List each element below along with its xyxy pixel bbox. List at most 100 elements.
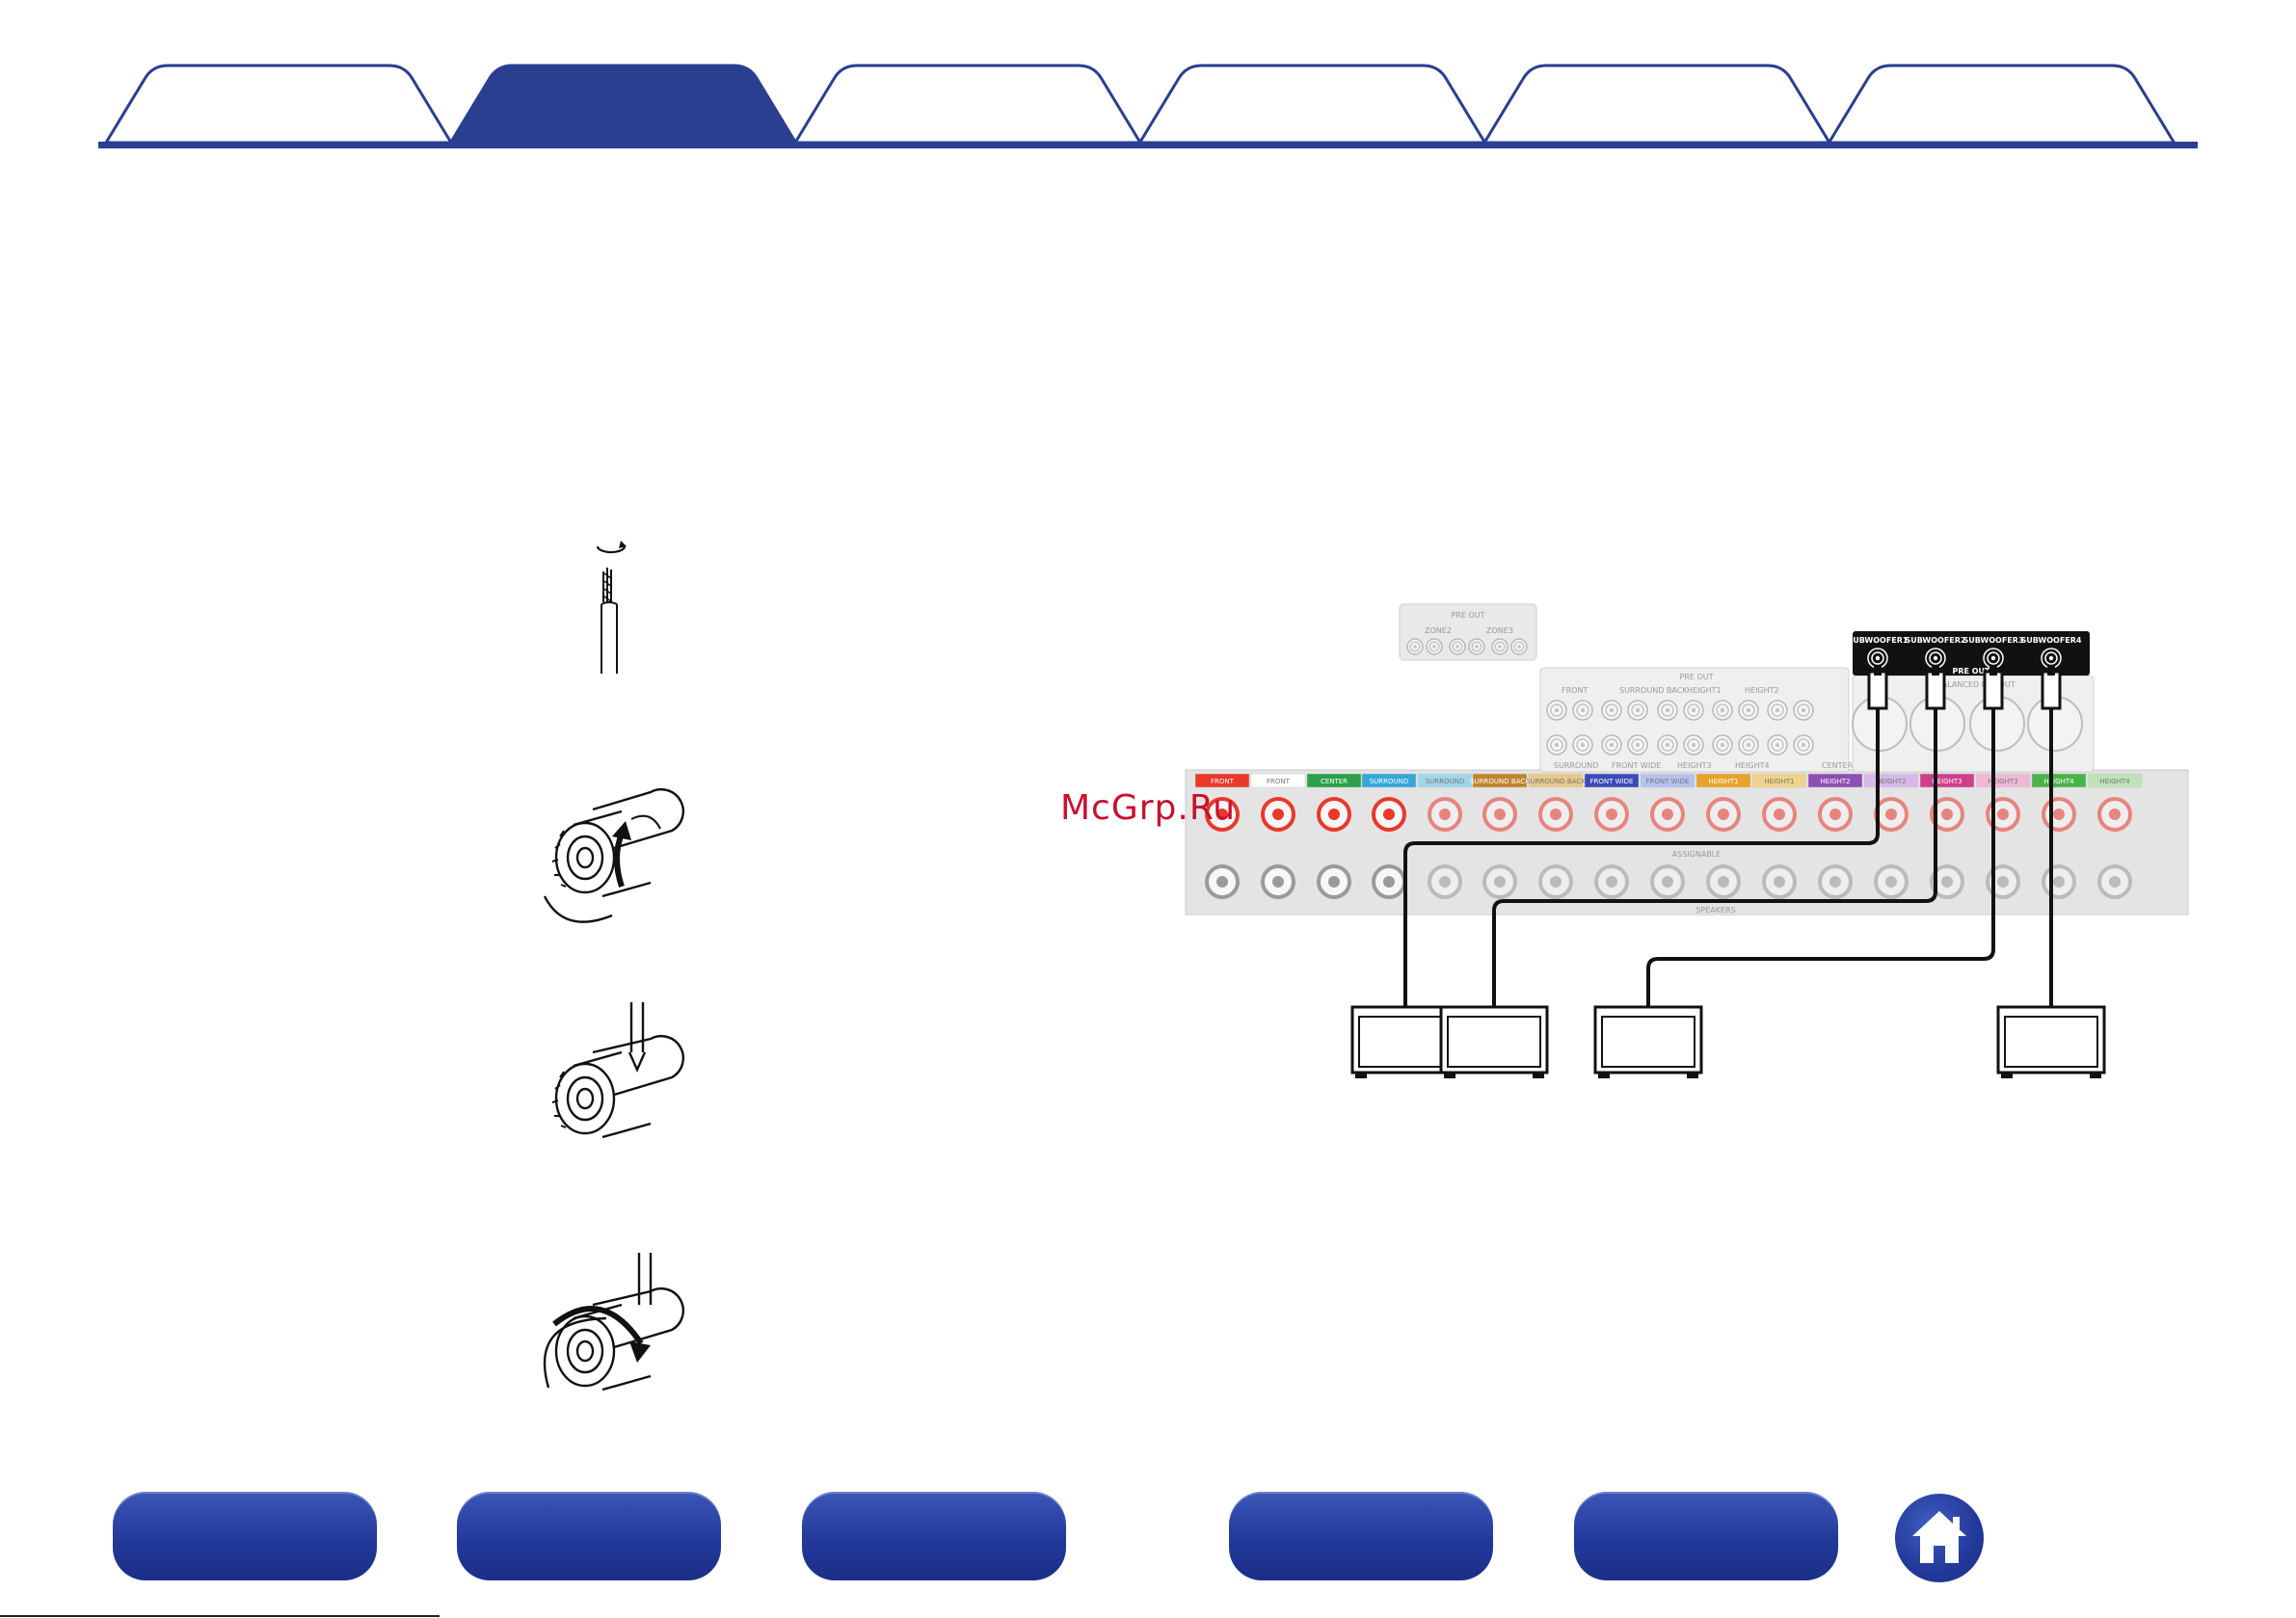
watermark: McGrp.Ru	[1060, 788, 1237, 828]
speaker-channel-label: FRONT	[1267, 778, 1291, 785]
receiver-rear-panel-diagram: PRE OUT ZONE2 ZONE3 PRE OUT FRONT SURROUN…	[1185, 603, 2189, 1078]
home-button[interactable]	[1895, 1494, 1984, 1582]
rca-plug	[1867, 666, 1888, 710]
speaker-channel-label: FRONT WIDE	[1646, 778, 1690, 785]
pre-out-upper-label: SURROUND BACK	[1619, 686, 1688, 695]
speaker-post-pair	[1261, 797, 1295, 899]
nav-button-4[interactable]	[1229, 1492, 1493, 1580]
subwoofer-label: SUBWOOFER2	[1906, 636, 1966, 645]
speaker-channel-label: HEIGHT2	[1876, 778, 1906, 785]
speaker-channel-label: SURROUND BACK	[1526, 778, 1586, 785]
speaker-channel-label: SURROUND	[1370, 778, 1409, 785]
speaker-post-pair	[1594, 797, 1629, 899]
speaker-post-pair	[1930, 797, 1964, 899]
pre-out-jack	[1601, 700, 1622, 721]
nav-button-3[interactable]	[802, 1492, 1066, 1580]
speaker-post-pair	[2097, 797, 2132, 899]
nav-button-5[interactable]	[1574, 1492, 1838, 1580]
subwoofer-box	[1439, 1005, 1549, 1078]
tighten-terminal-icon	[543, 1253, 684, 1392]
pre-out-jack	[1601, 734, 1622, 756]
zone2-label: ZONE2	[1425, 626, 1452, 635]
subwoofer-label: SUBWOOFER4	[2021, 636, 2082, 645]
speaker-post-pair	[1317, 797, 1351, 899]
speaker-channel-tag	[2087, 773, 2143, 788]
tab-1[interactable]	[103, 64, 454, 145]
zone-jack	[1406, 638, 1424, 655]
tab-4[interactable]	[1136, 64, 1488, 145]
rca-plug	[1983, 666, 2004, 710]
speaker-channel-tag	[1472, 773, 1528, 788]
pre-out-jack	[1738, 734, 1759, 756]
zone3-label: ZONE3	[1486, 626, 1513, 635]
zone-jack	[1510, 638, 1528, 655]
speaker-channel-label: HEIGHT4	[2099, 778, 2130, 785]
pre-out-jack	[1683, 700, 1704, 721]
speaker-channel-tag	[1528, 773, 1584, 788]
speaker-channel-tag	[1306, 773, 1362, 788]
subwoofer-cable	[1492, 670, 1937, 1007]
subwoofer-jack	[1925, 648, 1946, 669]
speaker-channel-tag	[1751, 773, 1807, 788]
subwoofer-box	[1593, 1005, 1703, 1078]
pre-out-jack	[1572, 734, 1593, 756]
pre-out-jack	[1546, 734, 1567, 756]
nav-button-2[interactable]	[457, 1492, 721, 1580]
tab-6[interactable]	[1826, 64, 2177, 145]
tab-3[interactable]	[792, 64, 1143, 145]
speaker-channel-tag	[1194, 773, 1250, 788]
speaker-channel-tag	[1417, 773, 1473, 788]
speaker-post-pair	[1538, 797, 1573, 899]
nav-button-1[interactable]	[113, 1492, 377, 1580]
pre-out-jack	[1657, 700, 1678, 721]
pre-out-jack	[1712, 700, 1733, 721]
speaker-channel-tag	[1250, 773, 1306, 788]
speaker-post-pair	[1205, 797, 1240, 899]
speaker-channel-tag	[1640, 773, 1695, 788]
loosen-terminal-icon	[543, 787, 684, 923]
subwoofer-label: SUBWOOFER1	[1848, 636, 1909, 645]
tab-5[interactable]	[1482, 64, 1832, 145]
home-icon	[1912, 1511, 1966, 1563]
speaker-channel-label: HEIGHT3	[1988, 778, 2017, 785]
pre-out-lower-label: FRONT WIDE	[1612, 761, 1661, 770]
speaker-channel-label: CENTER	[1321, 778, 1348, 785]
speaker-post-pair	[1874, 797, 1909, 899]
speaker-channel-label: SURROUND	[1426, 778, 1465, 785]
zone-pre-out-label: PRE OUT	[1451, 611, 1484, 620]
zone-jack	[1491, 638, 1508, 655]
pre-out-lower-label: HEIGHT4	[1735, 761, 1770, 770]
speaker-channel-label: HEIGHT4	[2043, 778, 2074, 785]
subwoofer-pre-out-panel	[1853, 631, 2090, 676]
rca-plug	[1925, 666, 1946, 710]
speaker-channel-label: HEIGHT1	[1708, 778, 1738, 785]
pre-out-jack	[1546, 700, 1567, 721]
subwoofer-jack	[1983, 648, 2004, 669]
tab-bar	[98, 64, 2198, 148]
pre-out-jack	[1627, 734, 1648, 756]
speaker-channel-label: FRONT WIDE	[1590, 778, 1634, 785]
tab-2[interactable]	[447, 64, 799, 145]
pre-out-jack	[1683, 734, 1704, 756]
footer-rule	[0, 1615, 440, 1617]
subwoofer-cable	[1646, 670, 1995, 1007]
pre-out-jack	[1572, 700, 1593, 721]
zone-jack	[1426, 638, 1443, 655]
speaker-channel-tag	[1975, 773, 2031, 788]
zone-jack	[1468, 638, 1485, 655]
speaker-channel-label: HEIGHT1	[1764, 778, 1794, 785]
pre-out-grid-label: PRE OUT	[1679, 673, 1713, 681]
pre-out-upper-label: HEIGHT1	[1687, 686, 1722, 695]
assignable-label: ASSIGNABLE	[1672, 850, 1722, 859]
subwoofer-jack	[1867, 648, 1888, 669]
pre-out-jack	[1627, 700, 1648, 721]
subwoofer-pre-out-label: PRE OUT	[1952, 667, 1990, 676]
balanced-pre-out-label: BALANCED PRE OUT	[1936, 680, 2016, 689]
speaker-channel-tag	[2031, 773, 2087, 788]
pre-out-jack	[1767, 734, 1788, 756]
pre-out-jack	[1738, 700, 1759, 721]
subwoofer-jack	[2041, 648, 2062, 669]
speaker-channel-label: SURROUND BACK	[1470, 778, 1530, 785]
speaker-post-pair	[1762, 797, 1797, 899]
speaker-post-pair	[1706, 797, 1741, 899]
